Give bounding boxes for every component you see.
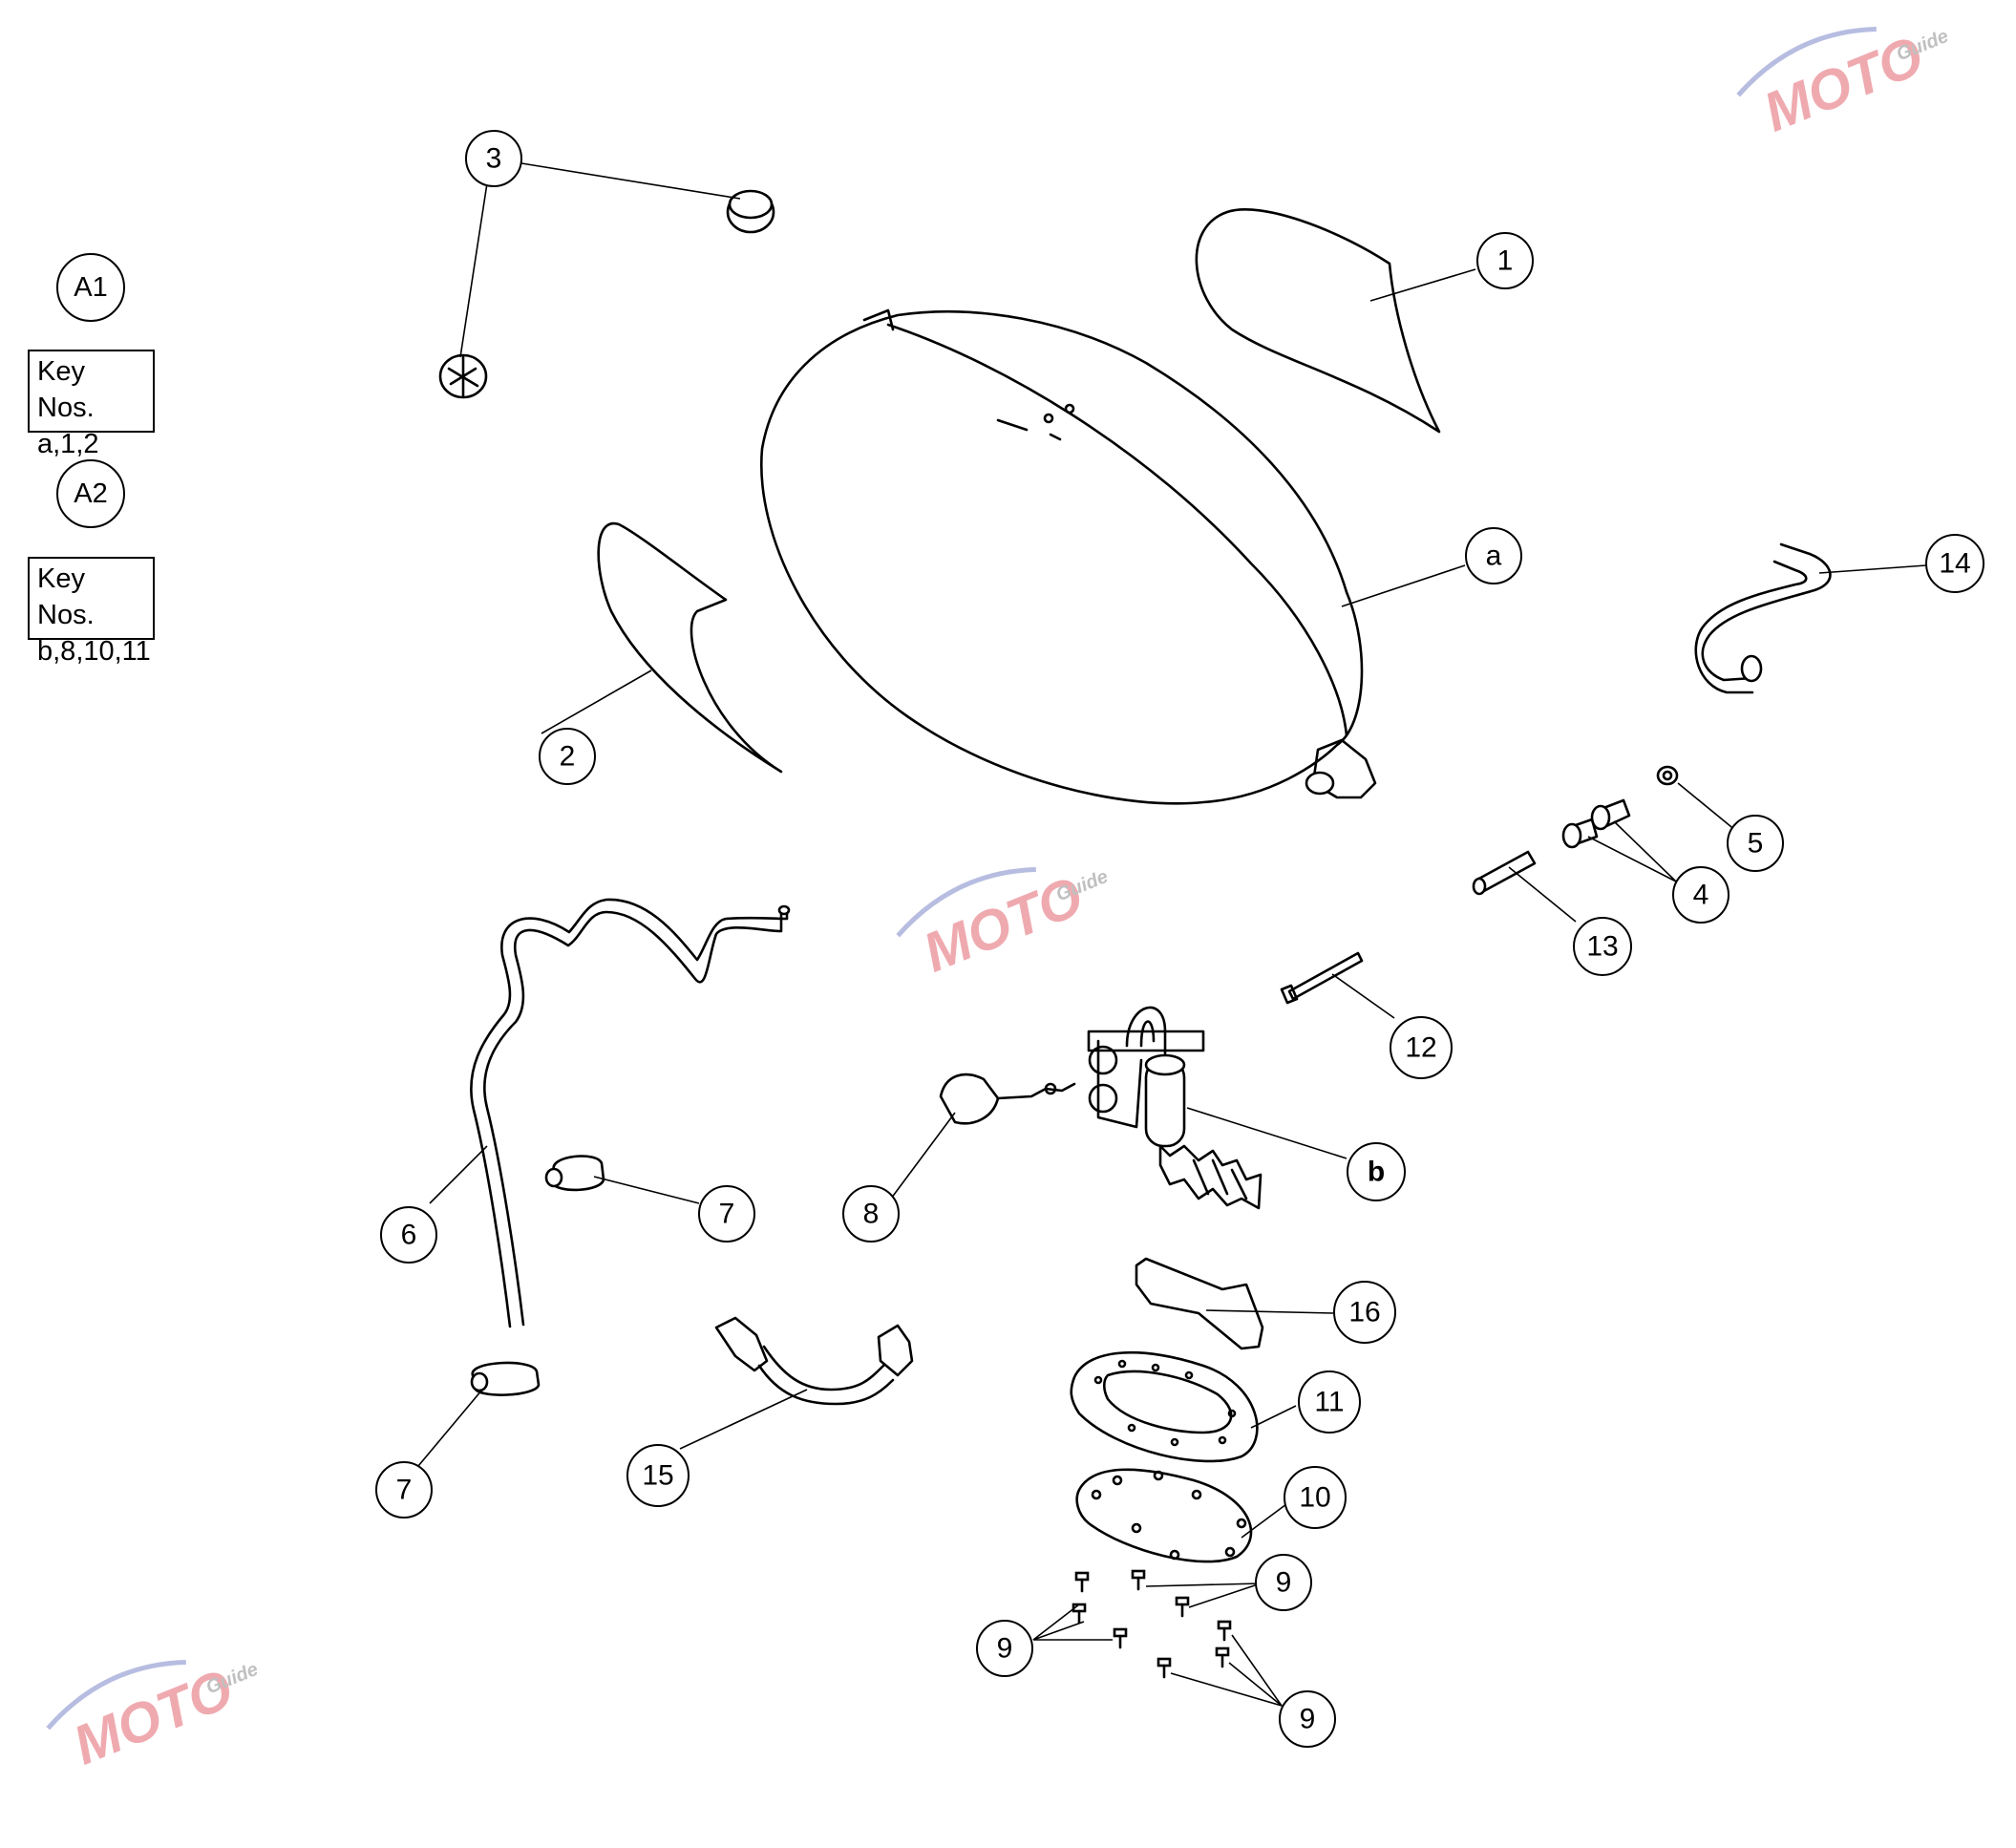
callout-number: 12 [1405,1032,1436,1064]
key-title: Key Nos. [37,563,95,630]
callout-13: 13 [1573,917,1632,976]
callout-number: 10 [1299,1482,1330,1514]
callout-number: 16 [1348,1297,1380,1328]
callout-6: 6 [380,1206,437,1264]
assembly-a2-key-box: Key Nos. b,8,10,11 [28,557,155,667]
callout-number: 8 [863,1199,880,1230]
leader-lines [417,162,1927,1707]
callout-16: 16 [1333,1281,1396,1344]
assembly-id: A1 [74,271,108,303]
part-14-hose [1694,542,1832,694]
callout-number: 7 [396,1475,413,1506]
callout-number: 11 [1314,1387,1344,1418]
key-items: b,8,10,11 [37,636,151,667]
part-6-breather-pipe [470,898,791,1328]
callout-3: 3 [465,130,522,187]
callout-b: b [1347,1142,1406,1201]
part-8-fuel-level-float [939,1073,1076,1125]
part-11-mounting-flange [1070,1350,1259,1463]
part-13-sleeve [1472,850,1537,896]
callout-5: 5 [1727,815,1784,872]
callout-number: 13 [1586,931,1618,963]
assembly-id: A2 [74,478,108,509]
part-3-cap-lower [438,353,488,399]
callout-letter: b [1368,1157,1385,1188]
callout-11: 11 [1298,1370,1361,1434]
callout-9-left: 9 [976,1620,1033,1677]
part-16-plate [1135,1257,1264,1350]
callout-number: 5 [1748,828,1764,860]
part-2-side-panel [597,521,783,774]
part-b-fuel-pump-assembly [1087,1006,1263,1210]
callout-8: 8 [842,1185,900,1243]
part-7-hose-clip-upper [544,1155,605,1192]
callout-number: 7 [719,1199,735,1230]
callout-a: a [1465,527,1522,584]
callout-number: 2 [560,741,576,773]
callout-1: 1 [1476,232,1534,289]
callout-number: 9 [1276,1567,1292,1599]
part-1-side-panel [1195,208,1441,434]
key-title: Key Nos. [37,356,95,423]
watermark-logo: MOTO Guide [46,1658,261,1777]
part-12-bolt [1280,951,1364,1005]
callout-14: 14 [1925,534,1984,593]
callout-number: 9 [1300,1704,1316,1735]
callout-number: 1 [1497,245,1514,277]
callout-number: 15 [642,1460,673,1492]
callout-9-right: 9 [1255,1554,1312,1611]
assembly-a2-label: A2 [56,459,125,528]
part-a-fuel-tank [759,308,1377,805]
callout-number: 9 [997,1633,1013,1665]
callout-number: 4 [1693,880,1709,911]
callout-number: 14 [1939,548,1970,580]
callout-4: 4 [1672,866,1730,924]
callout-number: 6 [401,1220,417,1251]
part-7-hose-clip-lower [470,1361,541,1396]
watermark-logo: MOTO Guide [896,865,1111,985]
assembly-a1-key-box: Key Nos. a,1,2 [28,350,155,459]
part-5-nut [1656,765,1679,786]
part-3-cap-upper [726,189,775,234]
callout-7-upper: 7 [698,1185,755,1243]
key-items: a,1,2 [37,429,99,459]
callout-7-lower: 7 [375,1461,433,1519]
callout-10: 10 [1284,1466,1347,1529]
part-10-gasket [1075,1468,1253,1563]
callout-2: 2 [539,728,596,785]
part-9-screws [1072,1569,1232,1679]
callout-letter: a [1486,541,1502,572]
part-15-fuel-hose [714,1316,914,1406]
callout-number: 3 [486,143,502,175]
part-4-grommets [1561,798,1631,849]
callout-15: 15 [626,1444,690,1507]
watermark-logo: MOTO Guide [1736,25,1951,144]
callout-12: 12 [1390,1016,1453,1079]
callout-9-bottom: 9 [1279,1690,1336,1748]
assembly-a1-label: A1 [56,253,125,322]
